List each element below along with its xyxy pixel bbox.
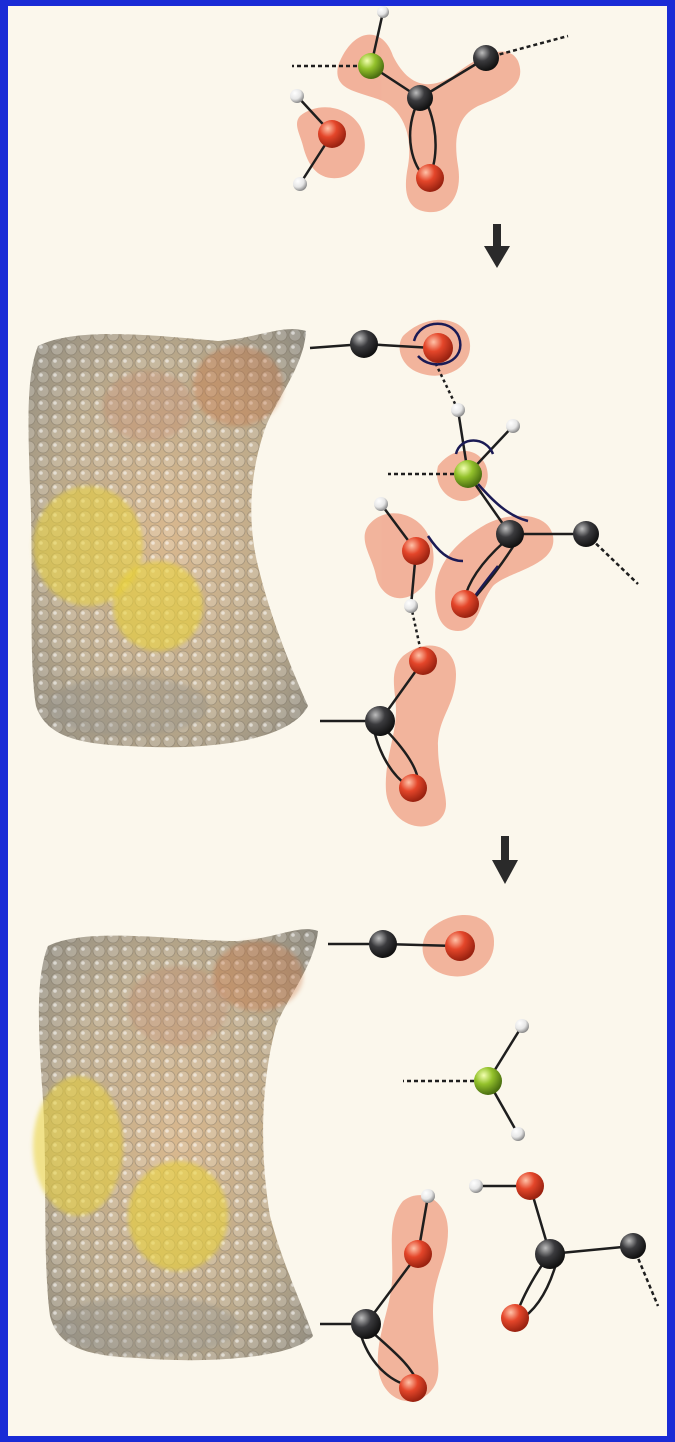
oxygen-atom [318,120,346,148]
carbon-atom [365,706,395,736]
carbon-atom [620,1233,646,1259]
hydrogen-atom [421,1189,435,1203]
carbon-atom [350,330,378,358]
oxygen-atom [445,931,475,961]
oxygen-atom [451,590,479,618]
hydrogen-atom [293,177,307,191]
figure-frame [8,6,667,1436]
hydrogen-atom [506,419,520,433]
nitrogen-atom [358,53,384,79]
carbon-atom [407,85,433,111]
oxygen-atom [423,333,453,363]
nitrogen-atom [454,460,482,488]
oxygen-atom [399,774,427,802]
carbon-atom [535,1239,565,1269]
oxygen-atom [409,647,437,675]
hydrogen-atom [404,599,418,613]
hydrogen-atom [290,89,304,103]
oxygen-atom [404,1240,432,1268]
carbon-atom [496,520,524,548]
carbon-atom [473,45,499,71]
hydrogen-atom [469,1179,483,1193]
enzyme-surface [28,329,308,747]
hydrogen-atom [377,6,389,18]
oxygen-atom [501,1304,529,1332]
down-arrow [484,224,510,268]
carbon-atom [369,930,397,958]
oxygen-atom [402,537,430,565]
hydrogen-atom [515,1019,529,1033]
panel-products [33,915,658,1402]
oxygen-atom [399,1374,427,1402]
panel-transition [28,320,638,827]
carbon-atom [351,1309,381,1339]
hydrogen-atom [451,403,465,417]
halo-region [365,320,554,827]
hydrogen-atom [511,1127,525,1141]
carbon-atom [573,521,599,547]
nitrogen-atom [474,1067,502,1095]
oxygen-atom [416,164,444,192]
halo-region [378,915,494,1401]
oxygen-atom [516,1172,544,1200]
panel-substrate [290,6,568,212]
hydrogen-atom [374,497,388,511]
mechanism-diagram [8,6,667,1436]
down-arrow [492,836,518,884]
enzyme-surface [33,929,318,1360]
